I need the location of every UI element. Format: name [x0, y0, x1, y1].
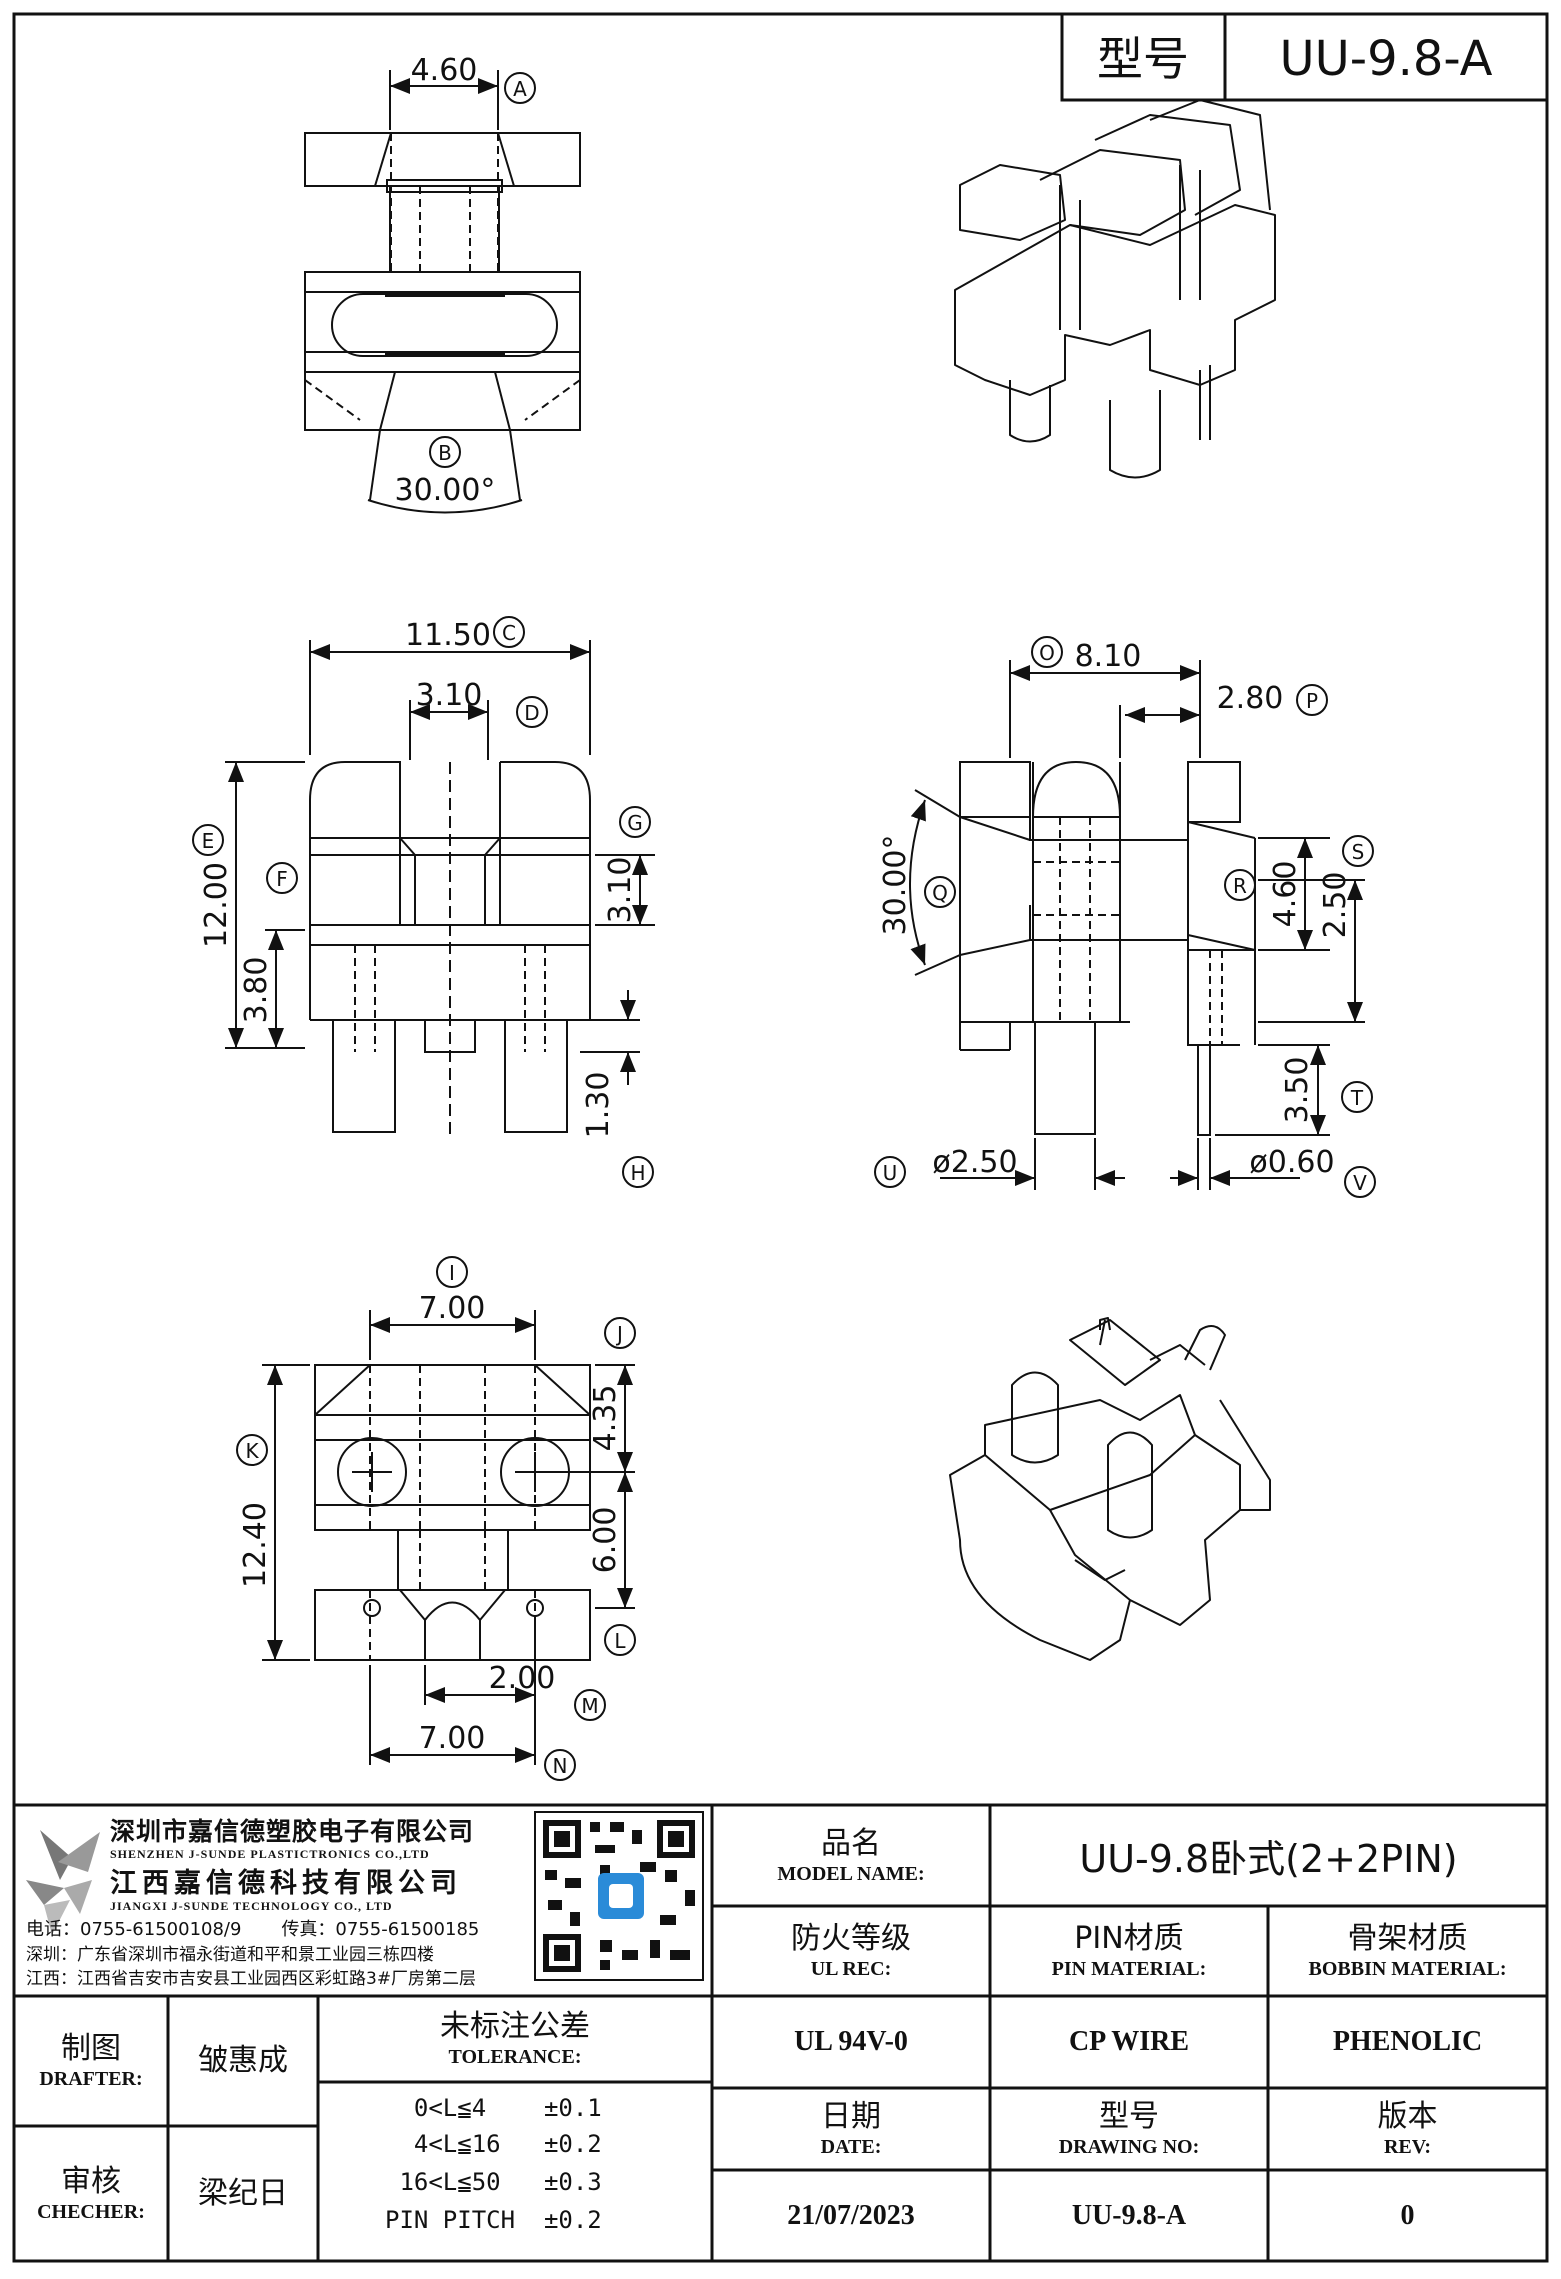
cell-drawing-label: 型号 DRAWING NO: [1058, 2099, 1200, 2158]
cell-pin-label: PIN材质 PIN MATERIAL: [1051, 1921, 1207, 1980]
company-address-jiangxi: 江西：江西省吉安市吉安县工业园西区彩虹路3#厂房第二层 [26, 1968, 477, 1989]
tag-a: A [513, 77, 527, 101]
dim-front-slot: 3.10 [603, 857, 638, 924]
company-logo-icon [26, 1830, 100, 1935]
tag-p: P [1306, 689, 1318, 713]
cell-drafter-name: 皱惠成 [198, 2043, 288, 2078]
cell-pin-value: CP WIRE [1068, 2026, 1190, 2057]
dim-bottom-total: 12.40 [238, 1502, 273, 1588]
dim-top-angle: 30.00° [395, 473, 496, 508]
iso-view-top [954, 99, 1276, 479]
front-view-labels: 11.50 C 3.10 D E F G H 12.00 3.80 3.10 1… [199, 618, 646, 1185]
tag-j: J [615, 1322, 623, 1346]
cell-model-name-value: UU-9.8卧式(2+2PIN) [1079, 1837, 1458, 1881]
tag-h: H [630, 1161, 645, 1185]
tolerance-row: 4<L≦16 ±0.2 [385, 2130, 602, 2158]
dim-side-pin-d1: ø2.50 [932, 1145, 1017, 1180]
company-address-shenzhen: 深圳：广东省深圳市福永街道和平和景工业园三栋四楼 [26, 1944, 434, 1965]
header-type-value: UU-9.8-A [1279, 31, 1492, 87]
top-view [304, 70, 581, 514]
company-phone: 电话：0755-61500108/9 [26, 1919, 242, 1940]
tag-s: S [1352, 840, 1365, 864]
tag-l: L [614, 1629, 626, 1653]
tag-v: V [1353, 1171, 1367, 1195]
tag-b: B [438, 441, 452, 465]
dim-front-pin-step: 1.30 [581, 1072, 616, 1139]
company-fax: 传真：0755-61500185 [281, 1919, 480, 1940]
cell-checker-name: 梁纪日 [198, 2175, 288, 2211]
dim-side-pin-len: 3.50 [1280, 1057, 1315, 1124]
tag-c: C [502, 621, 516, 645]
tag-o: O [1039, 641, 1055, 665]
dim-front-width: 11.50 [405, 618, 491, 653]
iso-view-bottom [949, 1317, 1271, 1661]
dim-side-width: 8.10 [1075, 639, 1142, 674]
company-name-cn-1: 深圳市嘉信德塑胶电子有限公司 [110, 1817, 475, 1846]
tag-e: E [202, 829, 215, 853]
sheet-border [12, 12, 1549, 2263]
cell-date-value: 21/07/2023 [787, 2199, 915, 2231]
tag-i: I [449, 1261, 455, 1285]
dim-bottom-pin-gap: 2.00 [489, 1661, 556, 1696]
header-type-box: 型号 UU-9.8-A [1060, 12, 1549, 102]
tolerance-row: PIN PITCH ±0.2 [385, 2206, 602, 2234]
tag-q: Q [932, 881, 948, 905]
dim-bottom-lower: 6.00 [588, 1507, 623, 1574]
cell-checker-label: 审核 CHECHER: [37, 2163, 145, 2223]
side-view-labels: 8.10 O 2.80 P Q R S T U V 30.00° 4.60 2.… [878, 639, 1367, 1195]
dim-front-lower: 3.80 [239, 957, 274, 1024]
bottom-view-labels: 7.00 I J K L M N 12.40 4.35 6.00 2.00 7.… [238, 1261, 626, 1778]
tag-t: T [1350, 1086, 1364, 1110]
company-name-en-1: SHENZHEN J-SUNDE PLASTICTRONICS CO.,LTD [110, 1846, 430, 1861]
cell-bobbin-label: 骨架材质 BOBBIN MATERIAL: [1308, 1921, 1507, 1980]
tag-f: F [276, 867, 288, 891]
tag-m: M [581, 1694, 598, 1718]
cell-date-label: 日期 DATE: [820, 2099, 882, 2158]
dim-side-s1: 4.60 [1268, 861, 1303, 928]
dim-top-width: 4.60 [411, 53, 478, 88]
dim-side-flange: 2.80 [1217, 681, 1284, 716]
header-type-label: 型号 [1097, 32, 1189, 86]
dim-bottom-upper: 4.35 [588, 1385, 623, 1452]
cell-bobbin-value: PHENOLIC [1332, 2026, 1483, 2057]
dim-front-height: 12.00 [199, 862, 234, 948]
qr-code-icon [534, 1811, 704, 1981]
cell-ul-label: 防火等级 UL REC: [791, 1921, 911, 1980]
side-view [874, 636, 1376, 1198]
tag-n: N [553, 1754, 568, 1778]
front-view [192, 616, 655, 1188]
tolerance-row: 16<L≦50 ±0.3 [385, 2168, 602, 2196]
tolerance-row: 0<L≦4 ±0.1 [385, 2094, 602, 2122]
company-name-en-2: JIANGXI J-SUNDE TECHNOLOGY CO., LTD [110, 1898, 393, 1913]
tag-d: D [524, 701, 539, 725]
company-name-cn-2: 江西嘉信德科技有限公司 [110, 1867, 462, 1899]
dim-bottom-top: 7.00 [419, 1291, 486, 1326]
bottom-view [236, 1256, 636, 1781]
tag-g: G [627, 811, 643, 835]
cell-rev-label: 版本 REV: [1377, 2099, 1438, 2158]
dim-side-angle: 30.00° [878, 835, 913, 936]
cell-ul-value: UL 94V-0 [794, 2026, 908, 2057]
dim-bottom-bottom: 7.00 [419, 1721, 486, 1756]
dim-side-s2: 2.50 [1318, 872, 1353, 939]
cell-drawing-value: UU-9.8-A [1071, 2199, 1187, 2231]
dim-front-core: 3.10 [416, 678, 483, 713]
cell-tolerance-label: 未标注公差 TOLERANCE: [440, 2009, 590, 2068]
tag-r: R [1233, 874, 1247, 898]
tag-u: U [883, 1161, 898, 1185]
dim-side-pin-d2: ø0.60 [1249, 1145, 1334, 1180]
tag-k: K [245, 1439, 259, 1463]
title-block-grid [14, 1803, 1547, 2261]
cell-drafter-label: 制图 DRAFTER: [39, 2031, 143, 2090]
cell-rev-value: 0 [1400, 2199, 1415, 2231]
top-view-labels: 4.60 A B 30.00° [395, 53, 528, 508]
cell-model-name-label: 品名 MODEL NAME: [777, 1825, 925, 1885]
